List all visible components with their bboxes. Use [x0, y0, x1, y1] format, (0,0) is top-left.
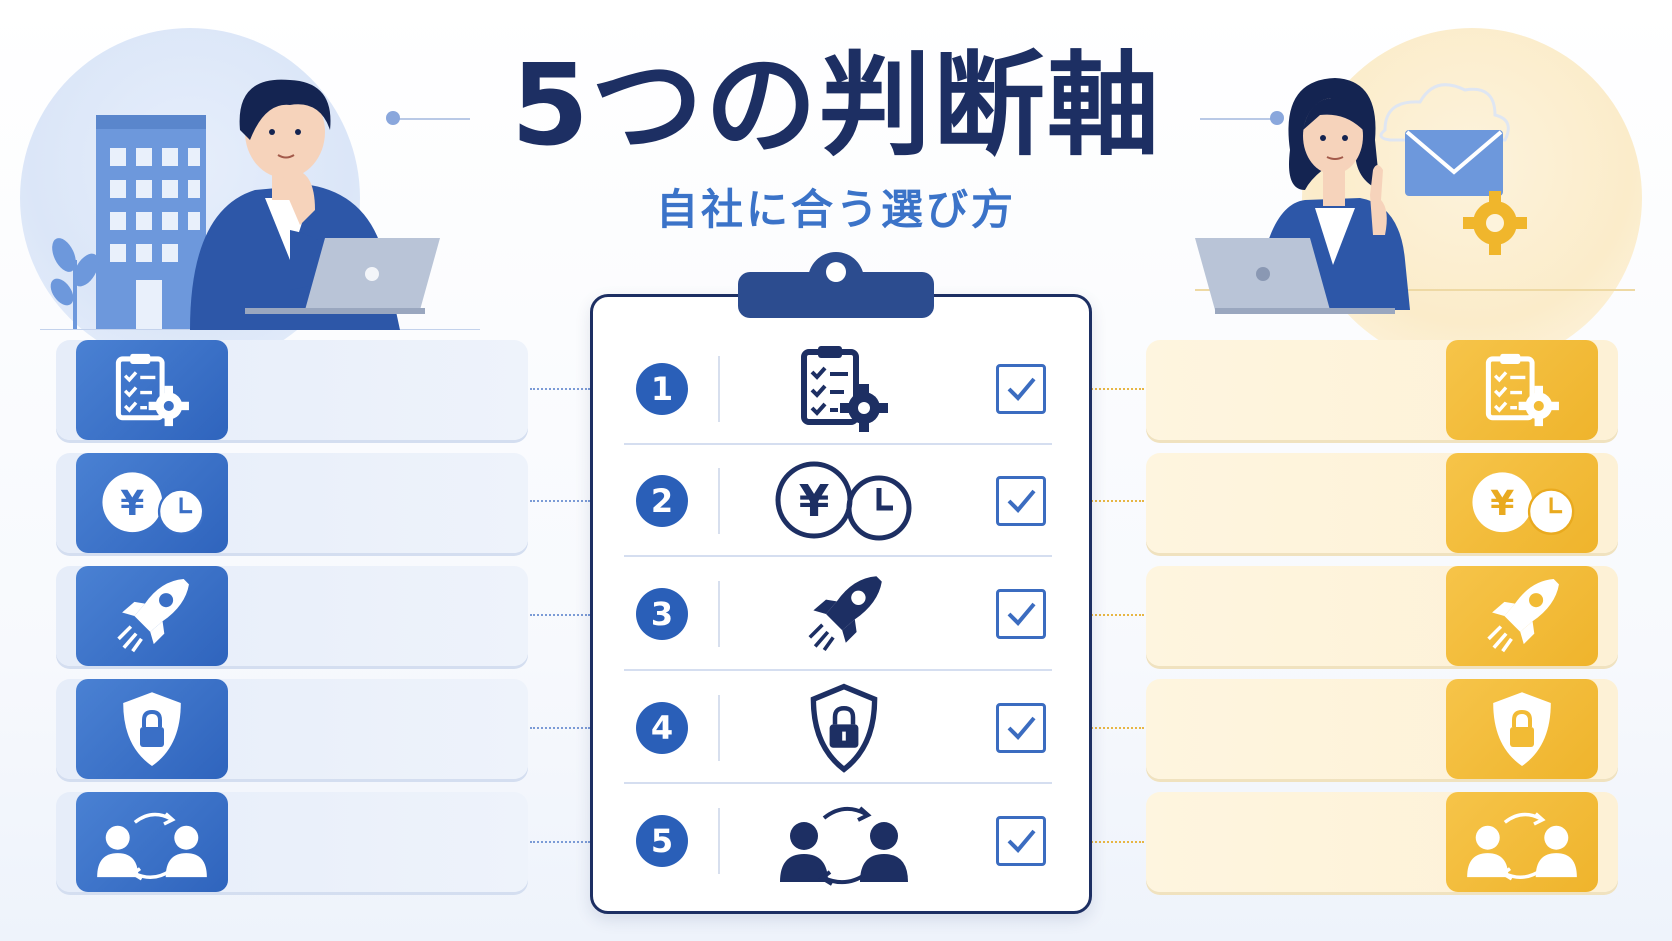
- connector-left-4: [530, 727, 590, 729]
- title-decoration-left: [398, 118, 470, 120]
- left-tile-4: [76, 679, 228, 779]
- plant-icon: [50, 238, 99, 330]
- people-exchange-icon: [1462, 803, 1582, 881]
- connector-right-5: [1088, 841, 1144, 843]
- right-row-2: [1146, 453, 1618, 553]
- right-tile-5: [1446, 792, 1598, 892]
- left-row-4: [56, 679, 528, 779]
- businesswoman-illustration: [1195, 78, 1635, 314]
- item-number: 4: [636, 702, 688, 754]
- shield-lock-icon: [1493, 692, 1551, 766]
- laptop-icon: [1195, 238, 1395, 314]
- connector-left-5: [530, 841, 590, 843]
- yen-clock-icon: [93, 467, 211, 539]
- rocket-icon: [799, 569, 889, 659]
- yen-clock-icon: [1463, 467, 1581, 539]
- left-tile-1: [76, 340, 228, 440]
- people-exchange-icon: [92, 803, 212, 881]
- left-row-3: [56, 566, 528, 666]
- row-divider: [624, 669, 1052, 671]
- title-dot-right: [1270, 111, 1284, 125]
- item-separator: [718, 695, 720, 761]
- checklist-item-5: 5: [624, 786, 1052, 896]
- title-dot-left: [386, 111, 400, 125]
- checkbox-1[interactable]: [996, 364, 1046, 414]
- title-decoration-right: [1200, 118, 1272, 120]
- row-divider: [624, 555, 1052, 557]
- item-number: 5: [636, 815, 688, 867]
- people-exchange-icon: [774, 796, 914, 886]
- rocket-icon: [1478, 572, 1566, 660]
- left-tile-5: [76, 792, 228, 892]
- page-title: 5つの判断軸: [511, 41, 1161, 171]
- connector-left-3: [530, 614, 590, 616]
- connector-right-1: [1088, 388, 1144, 390]
- connector-right-3: [1088, 614, 1144, 616]
- yen-clock-icon: [769, 456, 919, 546]
- left-tile-3: [76, 566, 228, 666]
- checklist-item-3: 3: [624, 559, 1052, 669]
- checklist-item-1: 1: [624, 334, 1052, 444]
- businessman-illustration: [40, 79, 480, 330]
- row-divider: [624, 782, 1052, 784]
- left-row-5: [56, 792, 528, 892]
- item-separator: [718, 581, 720, 647]
- right-row-3: [1146, 566, 1618, 666]
- connector-left-1: [530, 388, 590, 390]
- office-building-icon: [96, 115, 206, 330]
- laptop-icon: [245, 238, 440, 314]
- shield-lock-icon: [123, 692, 181, 766]
- cloud-icon: [1379, 83, 1510, 142]
- clipboard-clip-hole: [826, 262, 846, 282]
- checkbox-4[interactable]: [996, 703, 1046, 753]
- item-number: 2: [636, 475, 688, 527]
- left-tile-2: [76, 453, 228, 553]
- right-tile-3: [1446, 566, 1598, 666]
- connector-left-2: [530, 500, 590, 502]
- row-divider: [624, 443, 1052, 445]
- shield-lock-icon: [806, 683, 882, 773]
- right-tile-2: [1446, 453, 1598, 553]
- connector-right-4: [1088, 727, 1144, 729]
- mail-icon: [1405, 130, 1503, 196]
- checklist-gear-icon: [110, 352, 194, 428]
- item-separator: [718, 808, 720, 874]
- checklist-gear-icon: [1480, 352, 1564, 428]
- checklist-item-4: 4: [624, 673, 1052, 783]
- right-tile-1: [1446, 340, 1598, 440]
- connector-right-2: [1088, 500, 1144, 502]
- item-separator: [718, 356, 720, 422]
- right-row-4: [1146, 679, 1618, 779]
- checklist-item-2: 2: [624, 446, 1052, 556]
- checkbox-3[interactable]: [996, 589, 1046, 639]
- left-row-2: [56, 453, 528, 553]
- right-row-5: [1146, 792, 1618, 892]
- checkbox-5[interactable]: [996, 816, 1046, 866]
- right-tile-4: [1446, 679, 1598, 779]
- item-separator: [718, 468, 720, 534]
- item-number: 1: [636, 363, 688, 415]
- checkbox-2[interactable]: [996, 476, 1046, 526]
- right-row-1: [1146, 340, 1618, 440]
- rocket-icon: [108, 572, 196, 660]
- left-row-1: [56, 340, 528, 440]
- checklist-gear-icon: [794, 344, 894, 434]
- gear-icon: [1463, 191, 1527, 255]
- page-subtitle: 自社に合う選び方: [655, 185, 1016, 234]
- item-number: 3: [636, 588, 688, 640]
